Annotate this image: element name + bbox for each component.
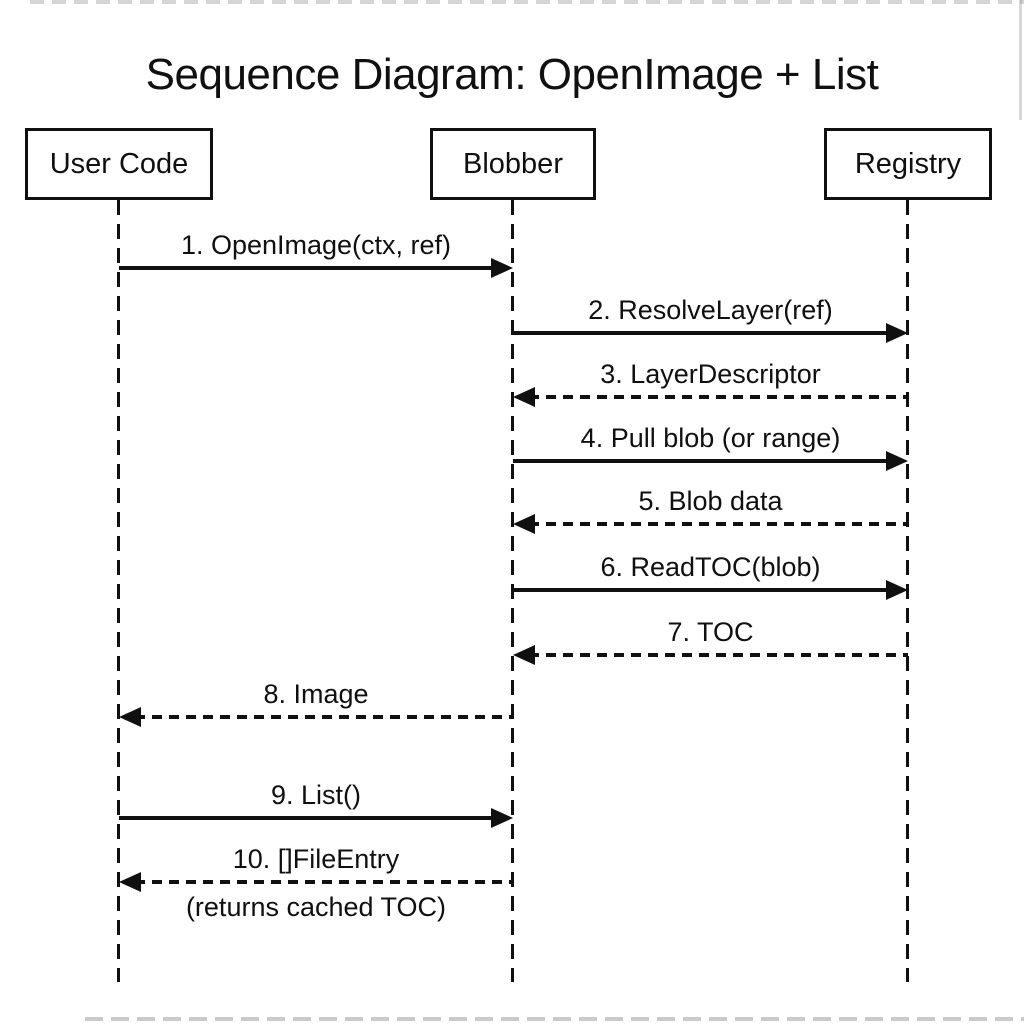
- lifeline-user-code: [117, 200, 120, 982]
- message-2-label: 2. ResolveLayer(ref): [588, 295, 833, 325]
- message-1-arrow-line: [119, 266, 497, 270]
- arrowhead-right-icon: [886, 323, 908, 343]
- message-4-label: 4. Pull blob (or range): [580, 423, 841, 453]
- message-7-toc: 7. TOC: [513, 617, 908, 665]
- arrowhead-right-icon: [886, 580, 908, 600]
- message-9-arrow-line: [119, 816, 497, 820]
- message-8-label: 8. Image: [263, 679, 369, 709]
- message-1-label: 1. OpenImage(ctx, ref): [180, 230, 452, 260]
- actor-label-user-code: User Code: [49, 147, 189, 180]
- message-10-label: 10. []FileEntry: [232, 844, 400, 874]
- message-6-readtoc: 6. ReadTOC(blob): [513, 552, 908, 600]
- message-6-label: 6. ReadTOC(blob): [600, 552, 821, 582]
- arrowhead-left-icon: [513, 645, 535, 665]
- message-7-label: 7. TOC: [667, 617, 754, 647]
- arrowhead-right-icon: [491, 808, 513, 828]
- message-5-arrow-line: [529, 522, 908, 526]
- actor-box-user-code: User Code: [25, 128, 213, 200]
- message-10-note: (returns cached TOC): [185, 892, 447, 922]
- message-2-resolvelayer: 2. ResolveLayer(ref): [513, 295, 908, 343]
- bottom-edge-artifact-line: [85, 1017, 1024, 1021]
- arrowhead-left-icon: [119, 707, 141, 727]
- actor-label-registry: Registry: [854, 147, 962, 180]
- right-edge-artifact-line: [1019, 0, 1022, 120]
- message-2-arrow-line: [513, 331, 892, 335]
- message-4-arrow-line: [513, 459, 892, 463]
- arrowhead-right-icon: [886, 451, 908, 471]
- message-3-arrow-line: [529, 395, 908, 399]
- diagram-title: Sequence Diagram: OpenImage + List: [145, 50, 879, 99]
- message-9-label: 9. List(): [270, 780, 362, 810]
- actor-label-blobber: Blobber: [463, 147, 563, 180]
- message-10-arrow-line: [135, 880, 513, 884]
- message-5-blob-data: 5. Blob data: [513, 486, 908, 534]
- message-7-arrow-line: [529, 653, 908, 657]
- arrowhead-left-icon: [513, 514, 535, 534]
- top-edge-artifact-line: [30, 0, 1024, 4]
- message-10-fileentry: 10. []FileEntry (returns cached TOC): [119, 844, 513, 921]
- arrowhead-left-icon: [119, 872, 141, 892]
- actor-box-registry: Registry: [824, 128, 992, 200]
- message-3-label: 3. LayerDescriptor: [600, 359, 821, 389]
- message-3-layerdescriptor: 3. LayerDescriptor: [513, 359, 908, 407]
- actor-box-blobber: Blobber: [430, 128, 596, 200]
- lifeline-blobber: [511, 200, 514, 982]
- arrowhead-right-icon: [491, 258, 513, 278]
- message-9-list: 9. List(): [119, 780, 513, 828]
- message-8-arrow-line: [135, 715, 513, 719]
- message-6-arrow-line: [513, 588, 892, 592]
- message-8-image: 8. Image: [119, 679, 513, 727]
- message-5-label: 5. Blob data: [638, 486, 783, 516]
- arrowhead-left-icon: [513, 387, 535, 407]
- message-1-openimage: 1. OpenImage(ctx, ref): [119, 230, 513, 278]
- message-4-pull-blob: 4. Pull blob (or range): [513, 423, 908, 471]
